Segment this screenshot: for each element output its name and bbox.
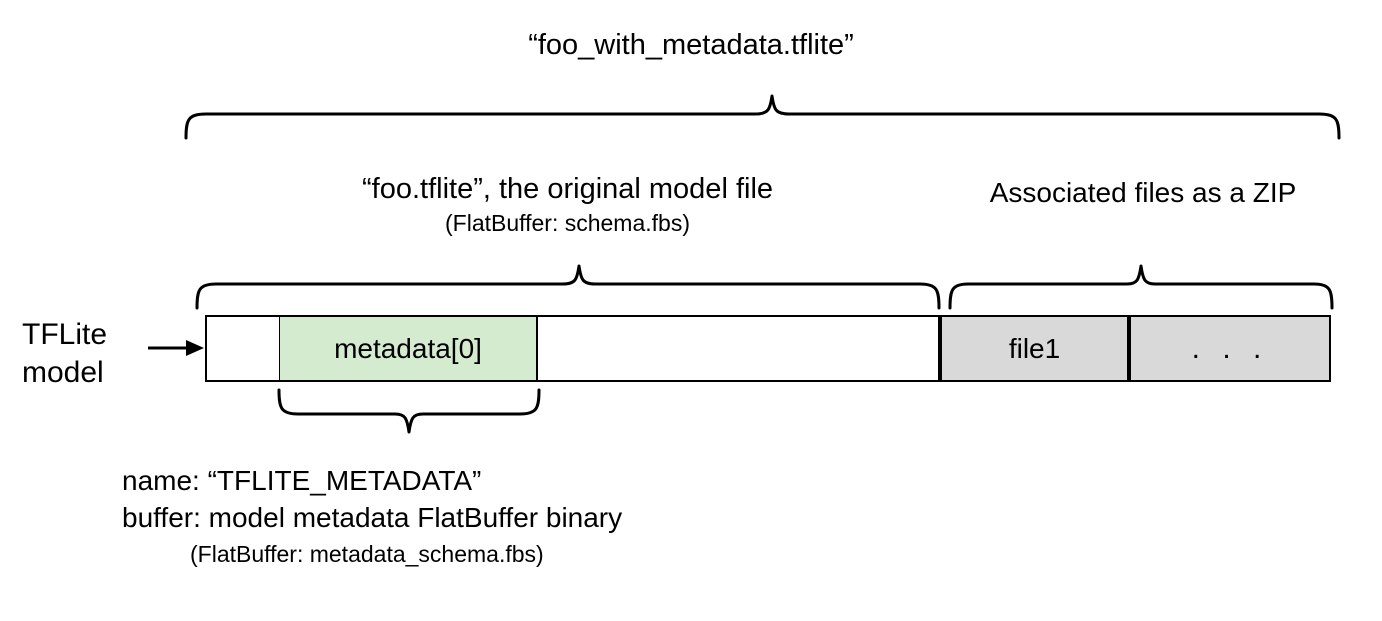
- metadata-note: name: “TFLITE_METADATA” buffer: model me…: [122, 462, 622, 570]
- metadata-note-buffer: buffer: model metadata FlatBuffer binary: [122, 502, 623, 534]
- brace-zip-files: [945, 262, 1341, 310]
- right-region-caption: Associated files as a ZIP: [989, 177, 1297, 208]
- left-region-caption-main: “foo.tflite”, the original model file: [361, 173, 774, 205]
- bar-segment-more: . . .: [1131, 317, 1329, 380]
- bar-segment-metadata: metadata[0]: [280, 317, 538, 380]
- bar-segment-file1: file1: [938, 317, 1131, 380]
- page-title: “foo_with_metadata.tflite”: [528, 29, 854, 61]
- brace-metadata-entry: [274, 388, 546, 438]
- brace-whole-file: [180, 92, 1345, 140]
- brace-original-model: [192, 262, 944, 310]
- tflite-model-bar: metadata[0] file1 . . .: [205, 315, 1331, 382]
- right-arrow-icon: [148, 336, 204, 360]
- metadata-note-schema: (FlatBuffer: metadata_schema.fbs): [190, 541, 544, 568]
- bar-segment-pad-right: [538, 317, 938, 380]
- left-region-caption: “foo.tflite”, the original model file (F…: [195, 172, 940, 237]
- model-label-line1: TFLite: [22, 318, 108, 351]
- bar-segment-pad-left: [207, 317, 280, 380]
- model-label-line2: model: [22, 356, 104, 390]
- model-label: TFLite model: [22, 316, 107, 393]
- bar-segment-more-label: . . .: [1191, 331, 1269, 365]
- metadata-note-name: name: “TFLITE_METADATA”: [122, 465, 482, 496]
- left-region-caption-sub: (FlatBuffer: schema.fbs): [445, 210, 690, 237]
